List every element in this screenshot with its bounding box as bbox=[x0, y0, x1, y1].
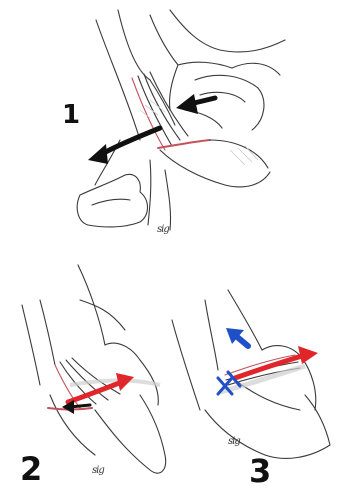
panel-1-drawing bbox=[77, 10, 285, 230]
artist-signature: sig bbox=[157, 224, 169, 235]
panel-label-3: 3 bbox=[249, 452, 271, 488]
panel-label-2: 2 bbox=[20, 450, 42, 488]
artist-signature: sig bbox=[228, 436, 240, 447]
panel-1-shading bbox=[140, 100, 258, 165]
artist-signature: sig bbox=[92, 465, 104, 476]
panel-1-arrows bbox=[88, 94, 215, 164]
panel-2-drawing bbox=[22, 265, 166, 473]
panel-2-arrows bbox=[62, 373, 134, 414]
panel-label-1: 1 bbox=[62, 100, 80, 130]
